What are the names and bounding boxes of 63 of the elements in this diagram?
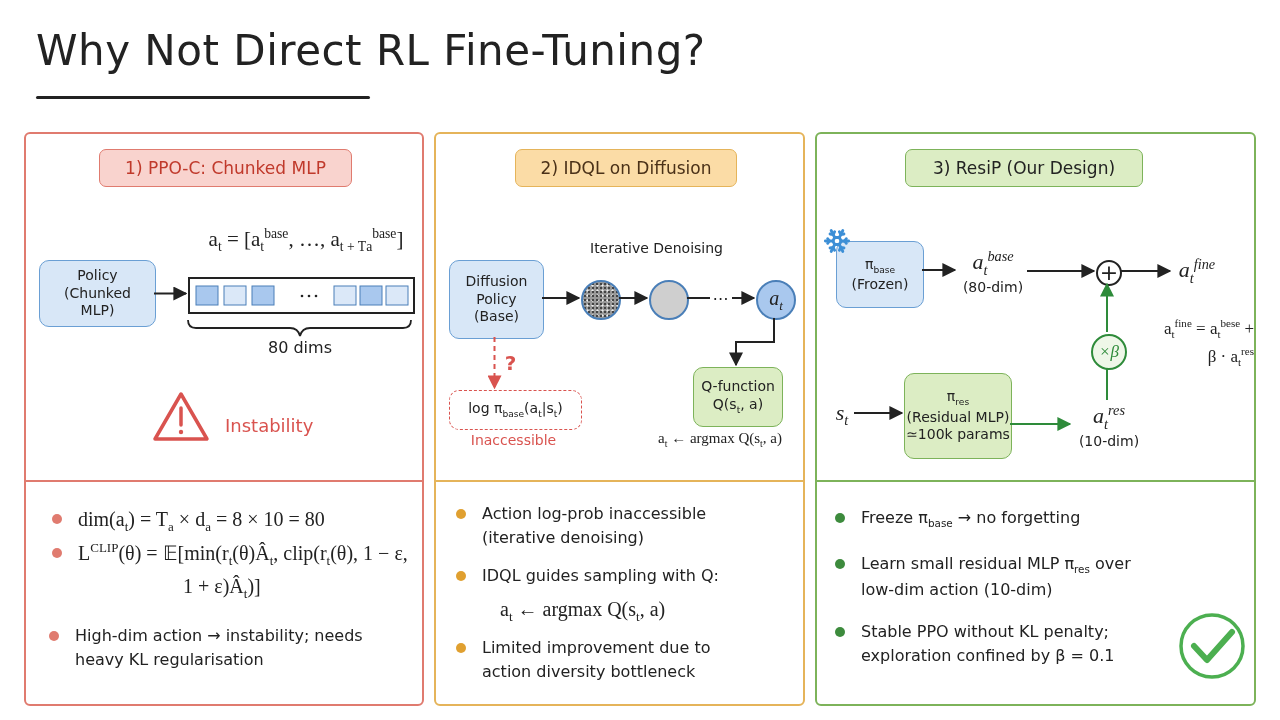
- bullet-text: Learn small residual MLP π$_{res}$ over low-dim action (10-dim): [861, 553, 1132, 601]
- bullet-text: High-dim action → instability; needs heavy KL regularisation: [75, 625, 364, 671]
- formula: a$_{t}$ ← argmax Q(s$_{t}$, a): [500, 597, 667, 626]
- action-circle: [756, 280, 796, 320]
- box-label: ≃100k params: [906, 426, 1010, 444]
- panel: [815, 132, 1256, 706]
- action-vector-bar: [188, 277, 415, 314]
- arrow: [729, 317, 775, 367]
- formula: a$_{t}$ ← argmax Q(s$_{t}$, a): [657, 430, 783, 449]
- arrow: [1100, 282, 1114, 333]
- formula: dim(a$_{t}$) = T$_{a}$ × d$_{a}$ = 8 × 10 = 80: [78, 507, 326, 536]
- panel: [24, 132, 424, 706]
- title-pill: [99, 149, 352, 187]
- panel-heading: 1) PPO-C: Chunked MLP: [125, 158, 326, 178]
- node-label: Inaccessible: [469, 432, 558, 448]
- bullet-text: Stable PPO without KL penalty; exploration confined by β = 0.1: [861, 621, 1116, 667]
- arrow: [153, 286, 188, 301]
- box-label: Q(s$_{t}$, a): [712, 395, 764, 416]
- process-box: [904, 373, 1012, 459]
- box-label: Diffusion Policy (Base): [464, 273, 529, 326]
- bullet-text: Limited improvement due to action diversity bottleneck: [482, 637, 712, 683]
- math-label: s$_{t}$: [835, 400, 849, 430]
- title-pill: [905, 149, 1143, 187]
- page-title: Why Not Direct RL Fine-Tuning?: [36, 26, 706, 75]
- note: Iterative Denoising: [590, 239, 724, 258]
- arrow: [1119, 264, 1172, 278]
- note: Instability: [225, 414, 315, 438]
- box-label: ×β: [1099, 342, 1119, 362]
- panel-heading: 2) IDQL on Diffusion: [540, 158, 712, 178]
- arrow: [1026, 264, 1096, 278]
- state-circle: [581, 280, 621, 320]
- box-label: (Frozen): [851, 275, 909, 294]
- panel: [434, 132, 805, 706]
- arrow: [853, 406, 904, 420]
- dimension-note: (80-dim): [962, 278, 1024, 295]
- box-label: a$_{t}$: [769, 286, 783, 314]
- bullet-text: Freeze π$_{base}$ → no forgetting: [861, 507, 1082, 532]
- scale-circle: [1091, 334, 1127, 370]
- process-box: [693, 367, 783, 427]
- box-label: π$_{res}$: [946, 388, 970, 409]
- state-circle: [649, 280, 689, 320]
- panel-heading: 3) ResiP (Our Design): [932, 158, 1116, 178]
- bullet-text: IDQL guides sampling with Q:: [482, 565, 720, 587]
- box-label: Policy (Chunked MLP): [63, 267, 132, 320]
- box-label: Q-function: [701, 378, 775, 396]
- arrow: [487, 336, 502, 390]
- box-label: +: [1099, 262, 1119, 284]
- bullet-text: Action log-prob inaccessible (iterative denoising): [482, 503, 708, 549]
- title-pill: [515, 149, 737, 187]
- dimension-note: (10-dim): [1078, 432, 1140, 449]
- node-label: 80 dims: [267, 338, 333, 357]
- arrow: [921, 263, 957, 277]
- arrow: [1009, 417, 1072, 431]
- dashed-box: [449, 390, 582, 430]
- box-label: log π$_{base}$(a$_{t}$|s$_{t}$): [468, 399, 563, 421]
- arrow: [541, 291, 581, 305]
- box-label: (Residual MLP): [906, 408, 1010, 427]
- process-box: [449, 260, 544, 339]
- formula: L$^{CLIP}$(θ) = 𝔼[min(r$_{t}$(θ)Â$_{t}$, clip(r$_{t}$(θ), 1 − ε, 1 + ε)Â$_{t}$)]: [78, 539, 408, 603]
- process-box: [39, 260, 156, 327]
- box-label: π$_{base}$: [864, 255, 896, 276]
- arrow: [618, 291, 649, 305]
- process-box: [836, 241, 924, 308]
